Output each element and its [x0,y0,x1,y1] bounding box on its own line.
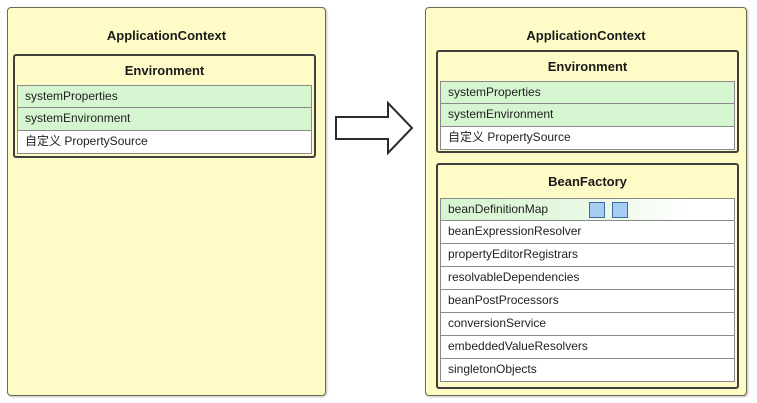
bean-definition-entry-2 [612,202,628,218]
left-environment-title: Environment [124,63,205,78]
bf-row-property-editor-registrars: propertyEditorRegistrars [440,244,735,267]
bf-row-bean-definition-map-label: beanDefinitionMap [448,202,549,216]
transition-arrow [335,101,414,155]
bf-row-bean-post-processors: beanPostProcessors [440,290,735,313]
bf-row-singleton-objects: singletonObjects [440,359,735,382]
bf-row-embedded-value-resolvers: embeddedValueResolvers [440,336,735,359]
right-environment-title: Environment [547,59,628,74]
right-env-row-system-properties: systemProperties [440,81,735,104]
arrow-shape [335,101,414,155]
right-application-context: ApplicationContext Environment systemPro… [425,7,747,396]
left-environment-panel: Environment systemProperties systemEnvir… [13,54,316,158]
left-env-row-custom-property-source: 自定义 PropertySource [17,131,312,154]
right-environment-rows: systemProperties systemEnvironment 自定义 P… [440,81,735,150]
bean-factory-title: BeanFactory [548,174,627,189]
bf-row-bean-expression-resolver: beanExpressionResolver [440,221,735,244]
left-environment-rows: systemProperties systemEnvironment 自定义 P… [17,85,312,154]
bf-row-conversion-service: conversionService [440,313,735,336]
bean-factory-panel: BeanFactory beanDefinitionMap beanExpres… [436,163,739,389]
bean-definition-entry-1 [589,202,605,218]
left-env-row-system-environment: systemEnvironment [17,108,312,131]
left-env-row-system-properties: systemProperties [17,85,312,108]
right-environment-panel: Environment systemProperties systemEnvir… [436,50,739,153]
bean-factory-rows: beanDefinitionMap beanExpressionResolver… [440,198,735,382]
right-env-row-system-environment: systemEnvironment [440,104,735,127]
right-context-title: ApplicationContext [526,28,646,43]
right-env-row-custom-property-source: 自定义 PropertySource [440,127,735,150]
left-application-context: ApplicationContext Environment systemPro… [7,7,326,396]
bf-row-resolvable-dependencies: resolvableDependencies [440,267,735,290]
left-context-title: ApplicationContext [106,28,227,43]
bf-row-bean-definition-map: beanDefinitionMap [440,198,735,221]
